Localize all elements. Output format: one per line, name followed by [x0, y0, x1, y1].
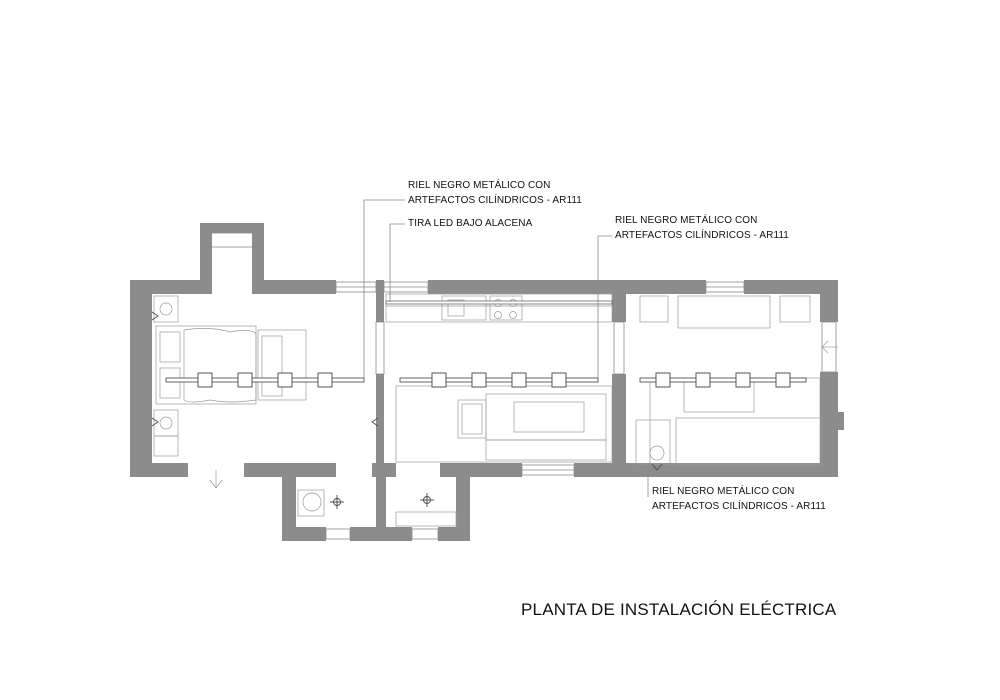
- annotation-text: TIRA LED BAJO ALACENA: [408, 218, 533, 229]
- light-rail-led-strip: [385, 300, 613, 305]
- fixture-ar111: [237, 372, 253, 388]
- fixture-ar111: [197, 372, 213, 388]
- windows: [209, 232, 837, 540]
- switch-icon: [651, 463, 663, 471]
- leader-line-1: [363, 199, 405, 378]
- wall-bump-left: [200, 223, 212, 294]
- ceiling-light-icon: [420, 493, 434, 507]
- annotation-text: ARTEFACTOS CILÍNDRICOS - AR111: [652, 501, 826, 512]
- leader-line-3: [597, 235, 612, 378]
- light-rail-kitchen: [399, 377, 599, 383]
- wall-bath-right: [456, 463, 470, 541]
- fixture-ar111: [511, 372, 527, 388]
- wall-bottom-5: [574, 463, 838, 477]
- drawing-title: PLANTA DE INSTALACIÓN ELÉCTRICA: [521, 600, 837, 619]
- wall-bump-top: [200, 223, 264, 233]
- wall-top-bedroom: [252, 280, 336, 294]
- wall-bump-right: [252, 223, 264, 294]
- light-rail-bedroom: [165, 377, 365, 383]
- fixture-ar111: [277, 372, 293, 388]
- annotation-text: RIEL NEGRO METÁLICO CON: [408, 180, 551, 191]
- wall-left: [130, 280, 152, 477]
- wall-partition-2-bottom: [612, 374, 626, 477]
- wall-top-left: [130, 280, 212, 294]
- annotation-text: ARTEFACTOS CILÍNDRICOS - AR111: [408, 195, 582, 206]
- wall-bottom-4: [440, 463, 522, 477]
- wall-right-lower: [820, 372, 838, 477]
- fixture-ar111: [775, 372, 791, 388]
- light-rails: [165, 300, 807, 383]
- wall-right-upper: [820, 280, 838, 322]
- light-rail-living: [639, 377, 807, 383]
- annotation-text: ARTEFACTOS CILÍNDRICOS - AR111: [615, 230, 789, 241]
- wall-top-middle: [428, 280, 706, 294]
- fixture-ar111: [735, 372, 751, 388]
- leader-lines: [363, 199, 649, 497]
- fixture-ar111: [317, 372, 333, 388]
- light-fixtures: [197, 372, 791, 388]
- wall-bath-bottom-1: [282, 527, 326, 541]
- fixture-ar111: [471, 372, 487, 388]
- walls: [130, 223, 844, 541]
- ceiling-light-icon: [330, 495, 344, 509]
- wall-bath-left: [282, 463, 296, 541]
- wall-bath-divider: [376, 463, 386, 541]
- fixture-ar111: [655, 372, 671, 388]
- switches: [151, 311, 663, 471]
- annotation-text: RIEL NEGRO METÁLICO CON: [615, 215, 758, 226]
- annotation-rail-kitchen: RIEL NEGRO METÁLICO CON ARTEFACTOS CILÍN…: [615, 213, 789, 243]
- switch-icon: [151, 311, 159, 321]
- fixture-ar111: [695, 372, 711, 388]
- wall-partition-1-top: [376, 280, 384, 322]
- annotation-led-strip: TIRA LED BAJO ALACENA: [408, 216, 532, 231]
- wall-bottom-1: [130, 463, 188, 477]
- wall-partition-1-bottom: [376, 374, 384, 477]
- switch-icon: [371, 417, 379, 427]
- wall-top-right: [744, 280, 838, 294]
- wall-right-stub: [838, 412, 844, 430]
- annotation-text: RIEL NEGRO METÁLICO CON: [652, 486, 795, 497]
- annotation-rail-bedroom: RIEL NEGRO METÁLICO CON ARTEFACTOS CILÍN…: [408, 178, 582, 208]
- annotation-rail-living: RIEL NEGRO METÁLICO CON ARTEFACTOS CILÍN…: [652, 484, 826, 514]
- fixture-ar111: [551, 372, 567, 388]
- fixture-ar111: [431, 372, 447, 388]
- wall-partition-2-top: [612, 280, 626, 322]
- switch-icon: [151, 417, 159, 427]
- leader-line-2: [389, 223, 405, 302]
- ceiling-lights: [330, 493, 434, 509]
